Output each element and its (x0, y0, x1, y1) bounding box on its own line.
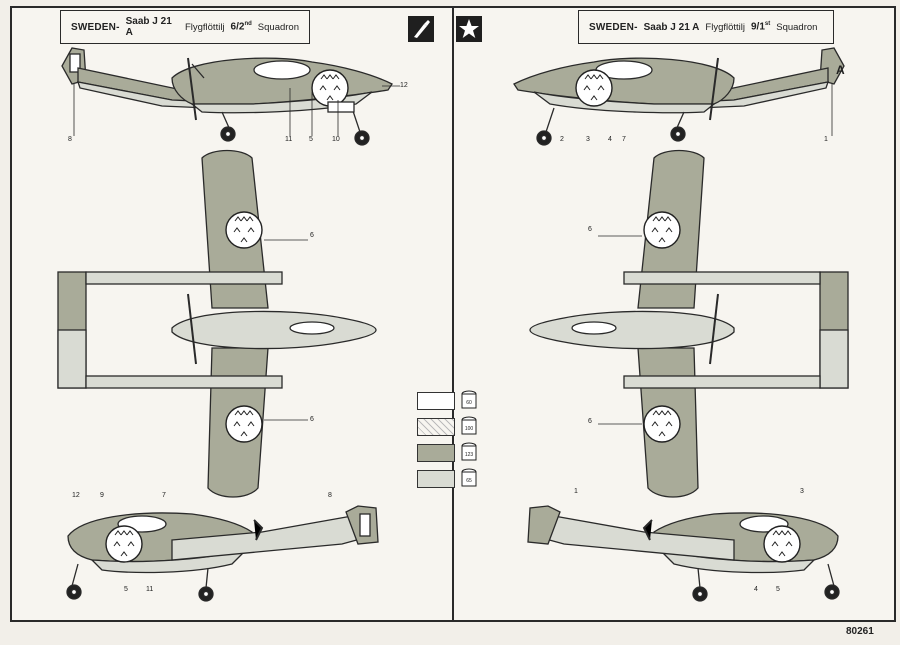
star-insignia-icon (456, 16, 482, 42)
callout-number: 6 (310, 416, 314, 423)
left-side-view-top (61, 47, 400, 146)
paint-swatch-2 (417, 418, 455, 436)
callout-number: 12 (400, 82, 408, 89)
left-scheme-title: SWEDEN- Saab J 21 A Flygflöttilj 6/2nd S… (60, 10, 310, 44)
fin-letter: A (836, 63, 845, 77)
callout-number: 1 (574, 488, 578, 495)
country-label: SWEDEN- (71, 21, 120, 33)
callout-number: 5 (776, 586, 780, 593)
paint-swatch-3 (417, 444, 455, 462)
kit-number: 80261 (846, 626, 874, 637)
aircraft-drawings: A (57, 47, 849, 602)
paint-tin-1: 60 (461, 390, 477, 410)
wing-label: Flygflöttilj (184, 21, 225, 33)
callout-number: 7 (162, 492, 166, 499)
left-plan-view (57, 149, 377, 498)
callout-number: 12 (72, 492, 80, 499)
right-side-view-bottom (527, 505, 840, 602)
center-divider (452, 8, 454, 620)
callout-number: 8 (328, 492, 332, 499)
callout-number: 4 (608, 136, 612, 143)
callout-number: 5 (309, 136, 313, 143)
paint-brush-icon (408, 16, 434, 42)
callout-number: 11 (146, 586, 154, 593)
callout-number: 2 (560, 136, 564, 143)
instruction-sheet: SWEDEN- Saab J 21 A Flygflöttilj 6/2nd S… (10, 6, 896, 622)
callout-number: 10 (332, 136, 340, 143)
paint-swatch-1 (417, 392, 455, 410)
paint-tin-2: 100 (461, 416, 477, 436)
callout-number: 6 (588, 418, 592, 425)
left-side-view-bottom (66, 505, 379, 602)
callout-number: 7 (622, 136, 626, 143)
callout-number: 6 (588, 226, 592, 233)
right-plan-view (529, 149, 849, 498)
squadron-label: Squadron (776, 21, 818, 33)
squadron-label: Squadron (257, 21, 299, 33)
country-label: SWEDEN- (589, 21, 638, 33)
paint-swatch-4 (417, 470, 455, 488)
paint-tin-3: 123 (461, 442, 477, 462)
callout-number: 4 (754, 586, 758, 593)
callout-number: 5 (124, 586, 128, 593)
paint-tin-4: 65 (461, 468, 477, 488)
aircraft-label: Saab J 21 A (643, 21, 700, 33)
unit-label: 6/2nd (230, 21, 252, 33)
callout-number: 1 (824, 136, 828, 143)
right-scheme-title: SWEDEN- Saab J 21 A Flygflöttilj 9/1st S… (578, 10, 834, 44)
callout-number: 6 (310, 232, 314, 239)
callout-number: 8 (68, 136, 72, 143)
aircraft-label: Saab J 21 A (125, 16, 172, 38)
callout-number: 3 (586, 136, 590, 143)
right-side-view-top (513, 47, 845, 146)
unit-label: 9/1st (751, 21, 771, 33)
callout-number: 11 (285, 136, 293, 143)
wing-label: Flygflöttilj (705, 21, 745, 33)
callout-number: 9 (100, 492, 104, 499)
callout-number: 3 (800, 488, 804, 495)
